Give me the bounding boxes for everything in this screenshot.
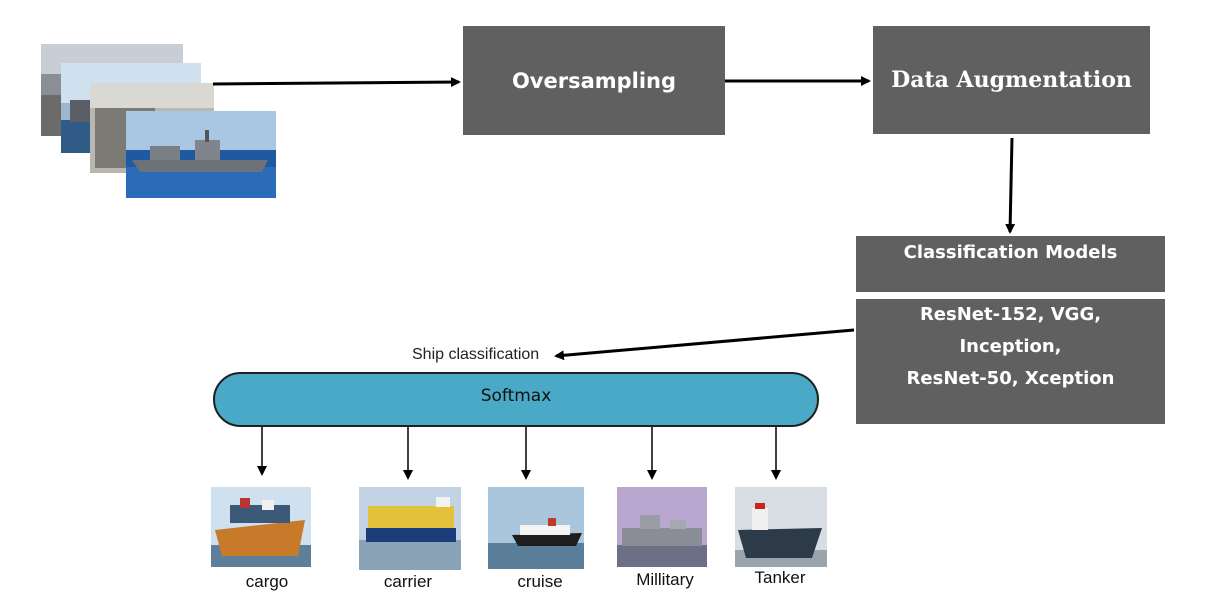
data-augmentation-box: Data Augmentation — [873, 26, 1150, 134]
oversampling-label: Oversampling — [511, 68, 677, 93]
models-line-1: ResNet-152, VGG, — [919, 304, 1102, 325]
class-label-military: Millitary — [636, 570, 694, 589]
class-label-tanker: Tanker — [754, 568, 806, 587]
models-line-3: ResNet-50, Xception — [906, 368, 1115, 389]
ship-classification-label: Ship classification — [412, 346, 540, 363]
class-label-cargo: cargo — [245, 572, 289, 591]
class-label-carrier: carrier — [383, 572, 433, 591]
class-label-cruise: cruise — [517, 572, 563, 591]
oversampling-box: Oversampling — [463, 26, 725, 135]
classification-models-label: Classification Models — [903, 242, 1118, 263]
models-line-2: Inception, — [959, 336, 1062, 357]
arrow-images-to-oversampling — [212, 77, 461, 88]
cargo-ship-image — [211, 487, 311, 567]
models-list-box: ResNet-152, VGG, Inception, ResNet-50, X… — [856, 299, 1165, 424]
arrow-augmentation-to-classification — [1005, 137, 1016, 234]
softmax-label: Softmax — [480, 385, 552, 406]
arrow-models-to-ship-classification — [554, 328, 855, 361]
cruise-ship-image — [488, 487, 584, 569]
tanker-ship-image — [735, 487, 827, 567]
data-augmentation-label: Data Augmentation — [891, 67, 1132, 93]
classification-models-box: Classification Models — [856, 236, 1165, 292]
carrier-ship-image — [359, 487, 461, 570]
input-images-illustration — [41, 44, 276, 198]
military-ship-image — [617, 487, 707, 567]
softmax-layer: Softmax — [213, 372, 819, 427]
